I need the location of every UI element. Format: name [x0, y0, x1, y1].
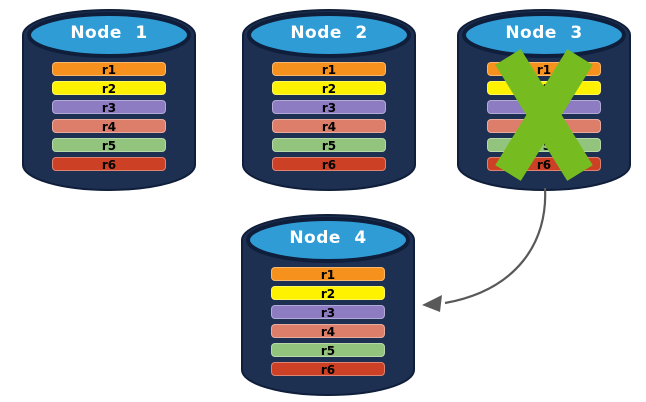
node-3: Node 3 r1 r2 r3 r4 r5 r6	[456, 7, 632, 193]
record-bar: r3	[271, 305, 385, 320]
record-list: r1 r2 r3 r4 r5 r6	[52, 62, 166, 176]
record-list: r1 r2 r3 r4 r5 r6	[272, 62, 386, 176]
node-title: Node 1	[70, 23, 148, 43]
record-bar: r4	[52, 119, 166, 134]
record-list: r1 r2 r3 r4 r5 r6	[271, 267, 385, 381]
curved-arrow-icon	[422, 187, 547, 312]
record-bar: r5	[272, 138, 386, 153]
record-bar: r2	[52, 81, 166, 96]
record-bar: r6	[52, 157, 166, 172]
node-title: Node 3	[505, 23, 583, 43]
node-title: Node 2	[290, 23, 368, 43]
node-title: Node 4	[289, 228, 367, 248]
record-bar: r6	[271, 362, 385, 377]
record-bar: r4	[272, 119, 386, 134]
record-bar: r4	[271, 324, 385, 339]
record-bar: r3	[52, 100, 166, 115]
record-bar: r3	[272, 100, 386, 115]
record-bar: r1	[52, 62, 166, 77]
record-bar: r5	[271, 343, 385, 358]
record-bar: r2	[272, 81, 386, 96]
record-bar: r2	[271, 286, 385, 301]
node-4: Node 4 r1 r2 r3 r4 r5 r6	[240, 212, 416, 398]
record-bar: r1	[272, 62, 386, 77]
record-bar: r5	[52, 138, 166, 153]
record-bar: r1	[271, 267, 385, 282]
node-2: Node 2 r1 r2 r3 r4 r5 r6	[241, 7, 417, 193]
node-1: Node 1 r1 r2 r3 r4 r5 r6	[21, 7, 197, 193]
x-mark-icon	[495, 49, 593, 181]
record-bar: r6	[272, 157, 386, 172]
